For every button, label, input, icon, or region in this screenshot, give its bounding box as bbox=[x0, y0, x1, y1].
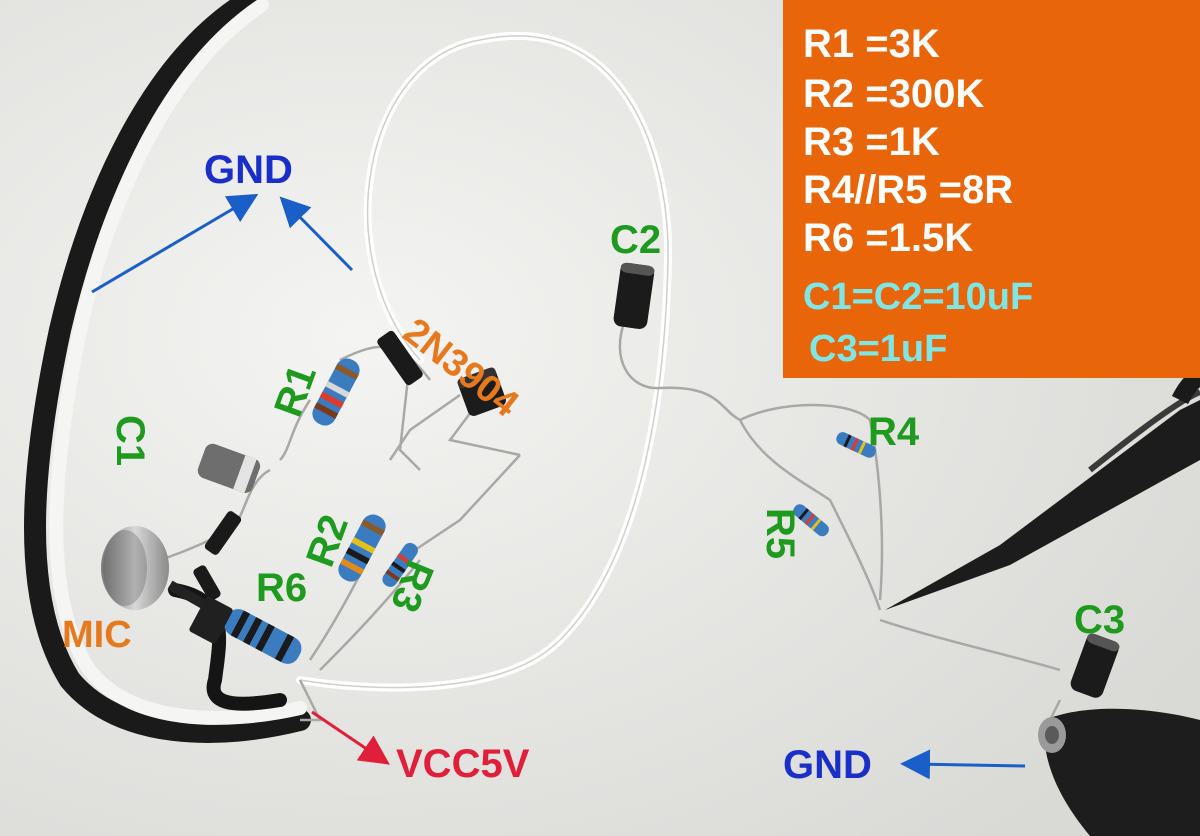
r3-resistor bbox=[382, 542, 418, 587]
gnd-cable-black bbox=[24, 0, 311, 743]
r4-resistor bbox=[836, 432, 876, 458]
value-line-c1-c2: C1=C2=10uF bbox=[803, 276, 1034, 318]
r6-label: R6 bbox=[256, 566, 308, 610]
value-line-c3: C3=1uF bbox=[809, 328, 948, 370]
value-line-r6: R6 =1.5K bbox=[803, 216, 974, 260]
r1-resistor bbox=[312, 358, 360, 426]
r5-label: R5 bbox=[758, 508, 802, 560]
mic-lead-sleeve bbox=[193, 565, 221, 601]
r6-resistor bbox=[224, 609, 302, 664]
r4-label: R4 bbox=[868, 410, 920, 454]
transistor-2n3904 bbox=[457, 367, 506, 416]
r5-resistor bbox=[793, 504, 829, 537]
heatshrink-sleeve bbox=[377, 330, 423, 386]
white-wire-shadow bbox=[299, 35, 669, 689]
c3-label: C3 bbox=[1074, 598, 1126, 642]
vcc-arrow bbox=[311, 710, 390, 765]
value-line-r3: R3 =1K bbox=[803, 120, 940, 164]
gnd-arrow-left bbox=[91, 193, 259, 294]
r6-connector bbox=[189, 596, 233, 644]
gnd-label-top: GND bbox=[204, 148, 293, 192]
value-line-r2: R2 =300K bbox=[803, 72, 985, 116]
c1-sleeve bbox=[204, 511, 242, 555]
c2-capacitor bbox=[613, 262, 655, 330]
vcc-label: VCC5V bbox=[396, 742, 530, 786]
ground-clip bbox=[1038, 708, 1200, 836]
r2-resistor bbox=[338, 514, 386, 582]
gnd-label-bottom: GND bbox=[783, 743, 872, 787]
value-line-r4-r5: R4//R5 =8R bbox=[803, 168, 1014, 212]
gnd-arrow-right bbox=[279, 196, 354, 272]
mic-label: MIC bbox=[62, 614, 132, 656]
c3-capacitor bbox=[1070, 633, 1120, 698]
microphone bbox=[101, 526, 229, 634]
value-line-r1: R1 =3K bbox=[803, 22, 940, 66]
c1-capacitor bbox=[197, 443, 261, 494]
gnd-cable-white bbox=[49, 0, 307, 725]
component-values-box: R1 =3K R2 =300K R3 =1K R4//R5 =8R R6 =1.… bbox=[783, 0, 1200, 378]
c1-label: C1 bbox=[108, 415, 152, 467]
gnd-arrow-bottom bbox=[900, 749, 1026, 780]
c2-label: C2 bbox=[610, 218, 662, 262]
